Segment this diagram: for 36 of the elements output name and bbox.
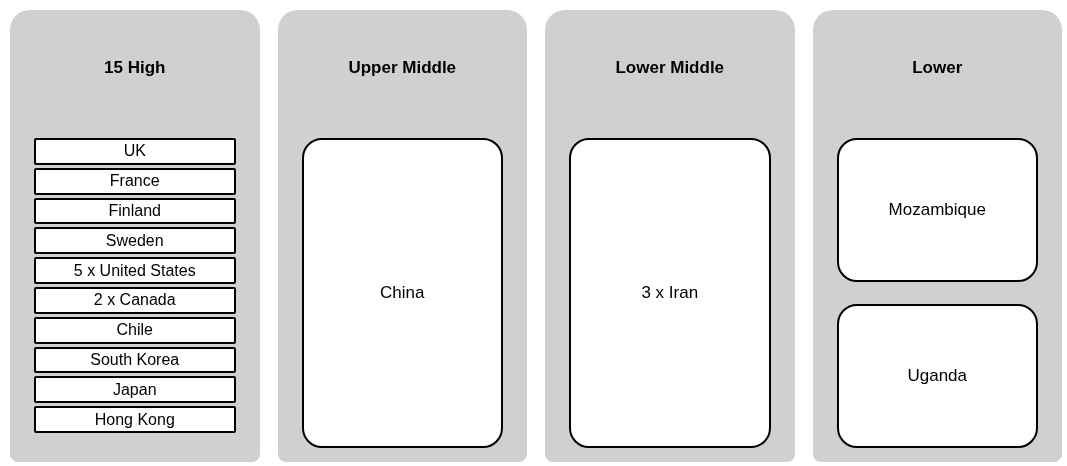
country-name: Hong Kong bbox=[94, 410, 175, 429]
country-card bbox=[836, 304, 1038, 448]
country-name: Japan bbox=[112, 380, 157, 399]
country-name: UK bbox=[123, 142, 146, 161]
category-panel bbox=[10, 10, 260, 462]
panel-heading: Lower bbox=[912, 57, 963, 79]
country-box bbox=[34, 287, 236, 314]
country-box bbox=[34, 257, 236, 284]
panel-heading: Upper Middle bbox=[348, 57, 457, 79]
country-name: France bbox=[109, 172, 160, 191]
country-box bbox=[34, 346, 236, 374]
country-box bbox=[34, 406, 236, 433]
country-name: Mozambique bbox=[888, 200, 986, 220]
country-box bbox=[34, 227, 236, 255]
panel-heading: 15 High bbox=[104, 57, 166, 79]
country-box bbox=[34, 376, 236, 404]
country-box bbox=[34, 316, 236, 344]
country-name: Sweden bbox=[105, 231, 164, 250]
country-name: South Korea bbox=[90, 350, 180, 369]
panel-heading: Lower Middle bbox=[615, 57, 725, 79]
country-box bbox=[34, 197, 236, 225]
country-name: Finland bbox=[108, 202, 161, 220]
country-card bbox=[569, 138, 771, 448]
country-box bbox=[34, 167, 236, 195]
category-panel bbox=[812, 10, 1062, 462]
country-card bbox=[301, 138, 503, 448]
country-name: China bbox=[380, 283, 425, 303]
country-name: Chile bbox=[116, 321, 153, 340]
country-box bbox=[34, 138, 236, 165]
country-name: 5 x United States bbox=[73, 261, 196, 280]
country-card bbox=[836, 138, 1038, 282]
country-name: 3 x Iran bbox=[641, 283, 699, 303]
country-name: Uganda bbox=[907, 366, 968, 386]
category-panel bbox=[545, 10, 795, 462]
country-name: 2 x Canada bbox=[93, 291, 176, 310]
category-panel bbox=[277, 10, 527, 462]
